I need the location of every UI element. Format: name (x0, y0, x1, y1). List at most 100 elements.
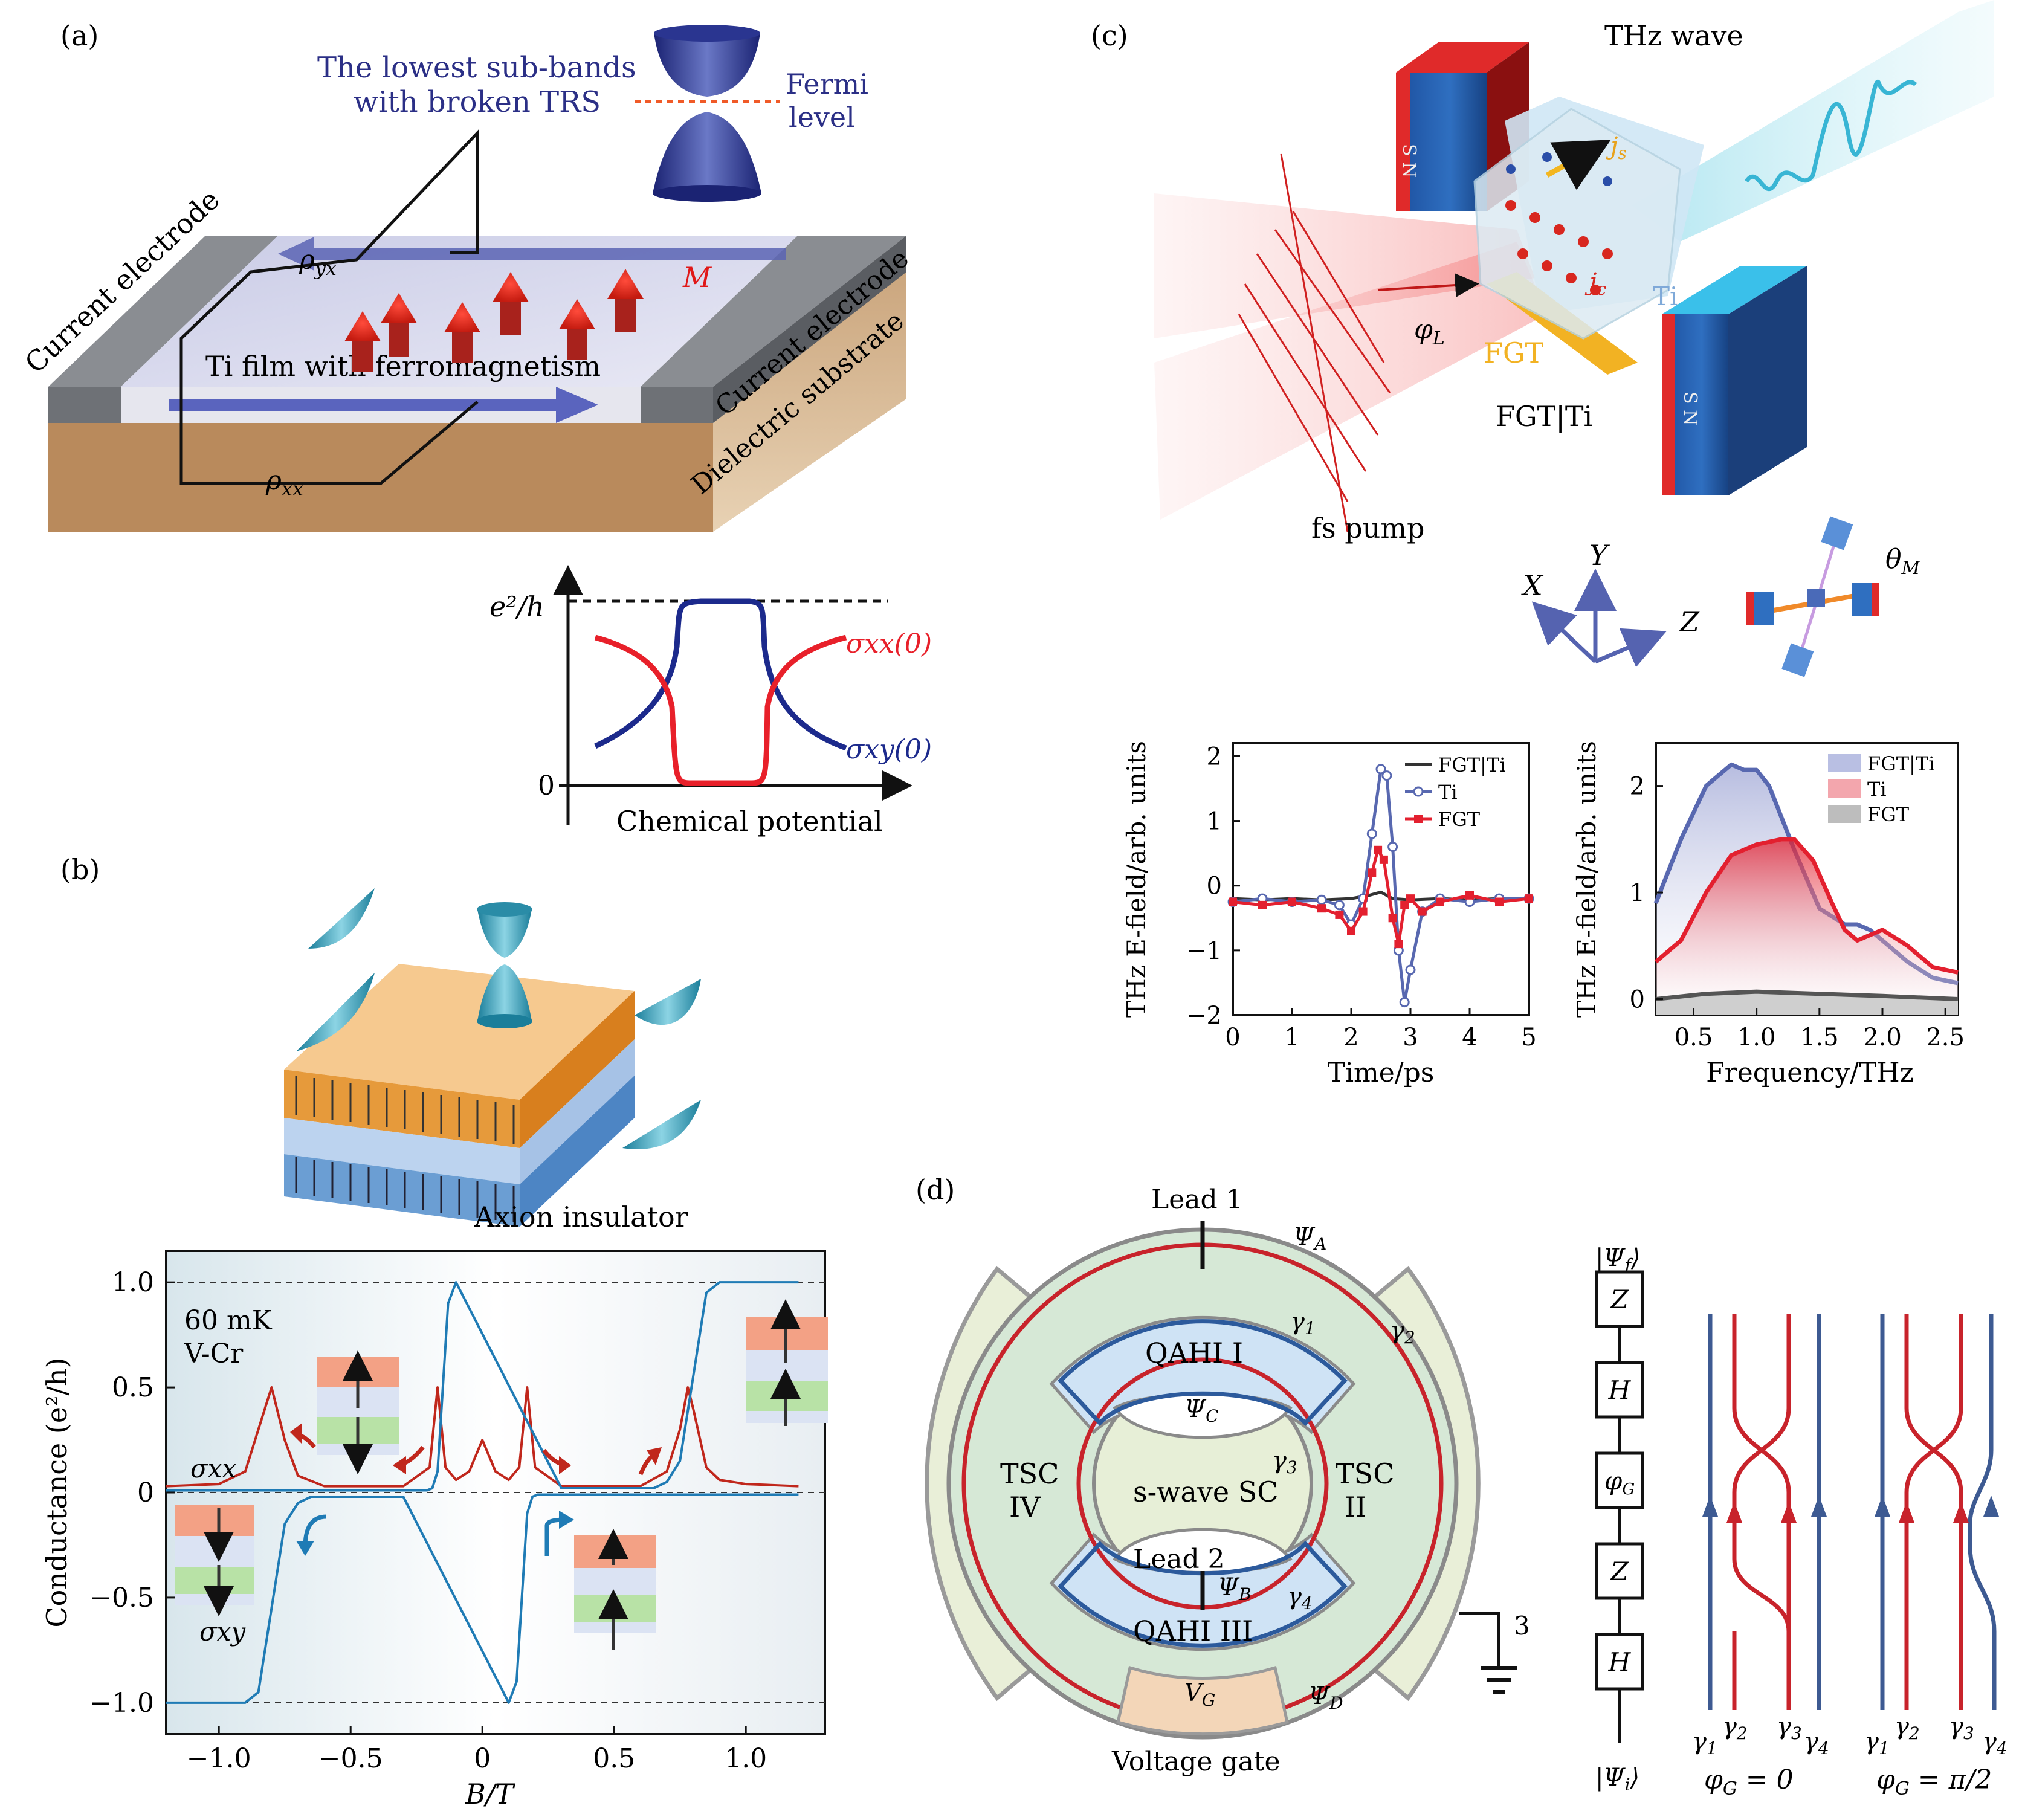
freq-series-line-1 (1654, 837, 1959, 975)
svg-text:γ2: γ2 (1894, 1712, 1920, 1743)
time-fgt-marker (1418, 907, 1427, 916)
time-legend-ti: Ti (1438, 781, 1458, 804)
blue-bottom-loop (1058, 1540, 1348, 1648)
gate-label: Z (1609, 1557, 1629, 1586)
time-ti-marker (1399, 997, 1410, 1008)
axis-y-label: Y (1589, 539, 1610, 572)
time-fgt-marker (1347, 926, 1355, 935)
axion-spin-down-arrows (295, 1157, 515, 1222)
state-icon-down (175, 1505, 254, 1616)
b-series-line-2 (166, 1281, 799, 1492)
pump-pulse-icon (1238, 153, 1479, 532)
panel-a-label: (a) (60, 19, 99, 52)
panel-c: (c) THz wave φL fs pump S N S N (1091, 0, 1994, 1088)
b-xtick-label: 0.5 (593, 1743, 635, 1774)
braid-phi-0 (1702, 1314, 1827, 1710)
lead-1-label: Lead 1 (1151, 1184, 1243, 1215)
rotation-magnets-icon (1746, 516, 1879, 677)
b-ytick-label: 0.5 (112, 1372, 154, 1403)
psi-i-label: |Ψi⟩ (1595, 1764, 1639, 1795)
swave-label: s-wave SC (1133, 1476, 1279, 1508)
time-fgt-marker (1525, 894, 1533, 903)
freq-xtick-label: 1.5 (1800, 1024, 1839, 1051)
coordinate-axes (1531, 569, 1667, 668)
time-ytick-label: 1 (1207, 808, 1222, 836)
axis-x-label: X (1521, 569, 1544, 602)
gate-label: Z (1609, 1285, 1629, 1314)
blue-top-loop (1058, 1319, 1348, 1427)
gate-box (1595, 1361, 1644, 1419)
time-fgt-marker (1358, 907, 1368, 916)
time-chart-xlabel: Time/ps (1328, 1057, 1435, 1088)
lead-2-label: Lead 2 (1133, 1544, 1225, 1575)
time-chart-legend: FGT|Ti Ti FGT (1405, 753, 1505, 831)
time-xtick-label: 3 (1403, 1024, 1418, 1051)
time-chart-series (1227, 764, 1534, 1008)
freq-xtick-label: 0.5 (1675, 1024, 1713, 1051)
time-chart-frame (1232, 742, 1530, 1016)
ti-label: Ti (1653, 282, 1678, 311)
freq-chart-xlabel: Frequency/THz (1706, 1057, 1914, 1088)
js-arrow-icon (1545, 140, 1611, 190)
rho-yx-label: ρyx (299, 245, 337, 280)
freq-chart-legend: FGT|Ti Ti FGT (1828, 752, 1934, 826)
time-ytick-label: −1 (1186, 937, 1222, 965)
axion-top-face (284, 964, 635, 1100)
state-icon-up-lower (574, 1529, 656, 1650)
time-fgt-marker (1258, 900, 1267, 909)
braid-gamma-labels: γ1 γ2 γ3 γ4 γ1 γ2 γ3 γ4 (1692, 1712, 2007, 1758)
ground-icon (1481, 1666, 1517, 1694)
time-fgt-marker (1394, 940, 1403, 949)
axion-blue-front (284, 1154, 520, 1227)
panel-d-label: (d) (916, 1173, 955, 1206)
left-electrode (48, 236, 278, 387)
gate-label: H (1608, 1375, 1632, 1405)
axion-orange-front (284, 1070, 520, 1148)
time-xtick-label: 2 (1343, 1024, 1358, 1051)
axion-spin-up-arrows (295, 1076, 515, 1144)
panel-d: (d) 3 Lead 1 Lead 2 QAHI I QAHI III TSC (916, 1173, 2007, 1799)
time-legend-fgtti: FGT|Ti (1438, 753, 1505, 776)
time-xtick-label: 5 (1521, 1024, 1536, 1051)
time-series-line-2 (1232, 848, 1529, 946)
time-ti-marker (1405, 964, 1416, 975)
tsc-left-label-1: TSC (1000, 1457, 1059, 1490)
psi-f-label: |Ψf⟩ (1595, 1244, 1641, 1275)
svg-text:γ4: γ4 (1804, 1728, 1829, 1758)
gate-box (1595, 1633, 1644, 1691)
inset-sigma-xx-label: σxx(0) (846, 628, 932, 659)
conductance-inset: e²/h 0 Chemical potential σxx(0) σxy(0) (489, 565, 932, 837)
b-series-line-1 (166, 1493, 799, 1704)
subbands-label-2: with broken TRS (354, 85, 601, 119)
axion-label: Axion insulator (474, 1201, 688, 1233)
b-ytick-label: −0.5 (89, 1583, 154, 1613)
time-legend-fgt: FGT (1438, 808, 1481, 831)
time-chart-ylabel: THz E-field/arb. units (1122, 741, 1151, 1018)
fgt-label: FGT (1484, 337, 1544, 369)
rho-xx-label: ρxx (265, 465, 303, 500)
fgt-ti-label: FGT|Ti (1496, 400, 1592, 433)
time-ti-marker (1375, 764, 1386, 775)
time-ti-marker (1381, 770, 1392, 781)
substrate-front (48, 423, 713, 532)
freq-legend-fgt: FGT (1867, 803, 1910, 826)
fermi-label-2: level (789, 101, 855, 134)
freq-legend-fgtti: FGT|Ti (1867, 752, 1934, 775)
b-series (166, 1281, 799, 1704)
tsc-right-label-2: II (1345, 1491, 1366, 1523)
freq-series-area-1 (1656, 839, 1958, 1015)
time-fgt-marker (1317, 904, 1326, 913)
time-ti-marker (1316, 894, 1327, 905)
axion-orange-side (520, 991, 635, 1148)
freq-legend-ti: Ti (1867, 778, 1887, 801)
time-fgt-marker (1374, 845, 1383, 854)
freq-xtick-label: 1.0 (1737, 1024, 1776, 1051)
phi-0-label: φG = 0 (1704, 1764, 1794, 1799)
thz-waveform (1745, 80, 1917, 192)
freq-xtick-label: 2.5 (1926, 1024, 1965, 1051)
b-ytick-label: 0 (137, 1477, 154, 1508)
right-electrode-side (713, 236, 906, 423)
